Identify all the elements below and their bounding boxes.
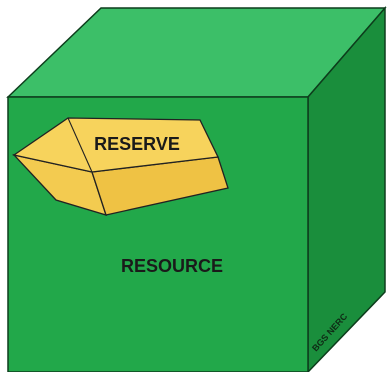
reserve-label: RESERVE: [94, 134, 180, 154]
bar-top-ridge: [67, 117, 93, 173]
resource-label: RESOURCE: [121, 256, 223, 276]
bar-top-face: [12, 117, 219, 173]
reserve-gold-bar: RESERVE: [12, 117, 229, 216]
